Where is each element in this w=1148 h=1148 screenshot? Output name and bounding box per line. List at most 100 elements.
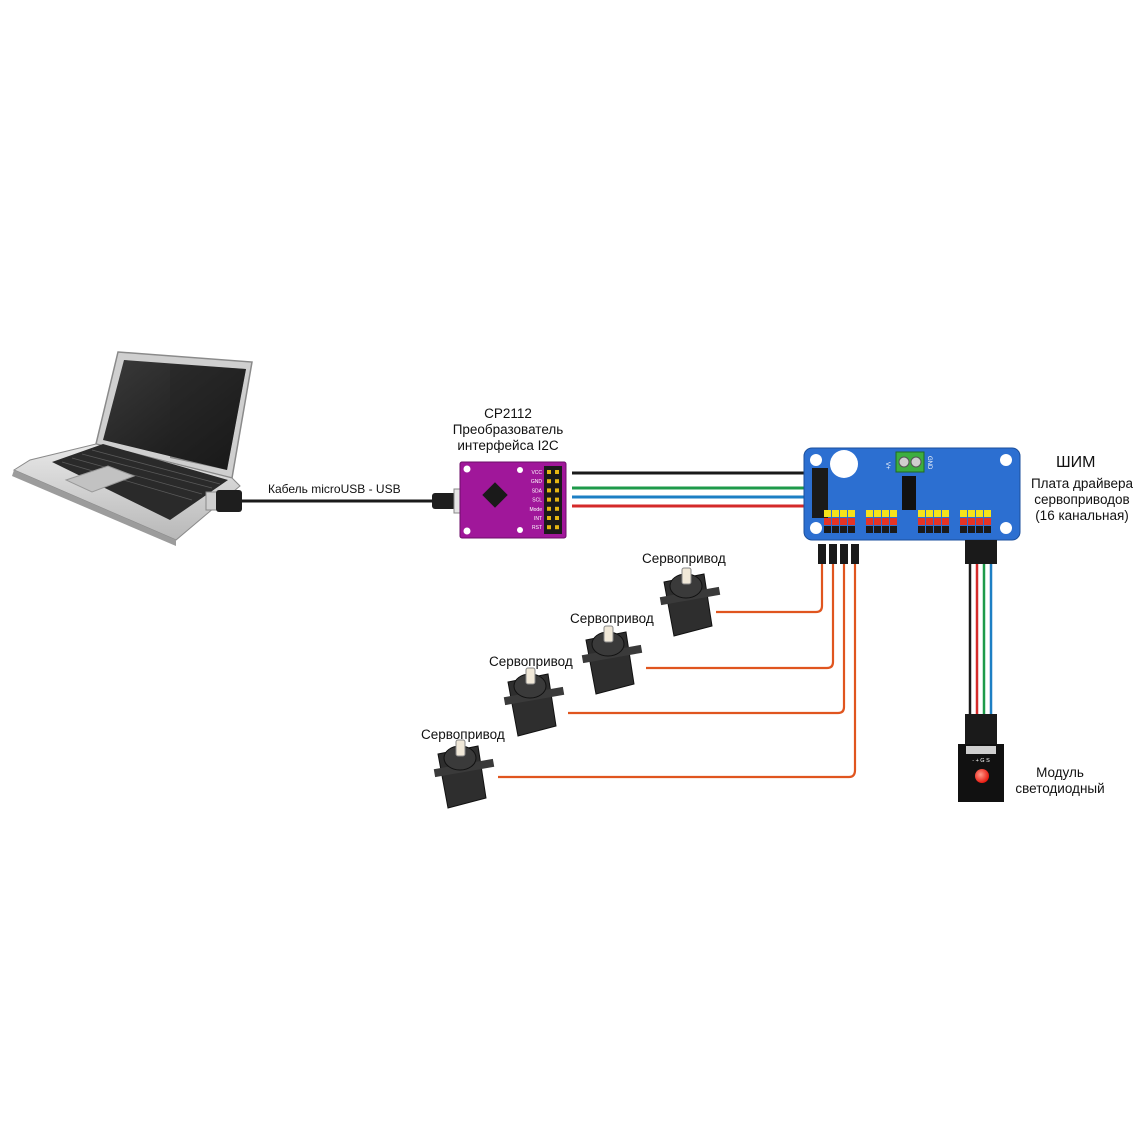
header-pin xyxy=(918,518,925,525)
header-pin xyxy=(824,526,831,533)
header-pin xyxy=(890,526,897,533)
led-wires xyxy=(965,540,997,744)
pin xyxy=(555,525,559,530)
header-pin xyxy=(976,510,983,517)
header-pin xyxy=(942,510,949,517)
header-pin xyxy=(874,510,881,517)
header-pin xyxy=(960,510,967,517)
pwm-title: ШИМ xyxy=(1056,454,1096,471)
converter-model: CP2112 xyxy=(484,406,532,421)
header-pin xyxy=(934,526,941,533)
servo xyxy=(659,567,721,637)
servo xyxy=(503,667,565,737)
servos xyxy=(433,567,721,809)
header-pin xyxy=(890,510,897,517)
header-pin xyxy=(942,526,949,533)
header-pin xyxy=(984,526,991,533)
header-pin xyxy=(976,526,983,533)
header-pin xyxy=(926,510,933,517)
header-pin xyxy=(960,526,967,533)
header-pin xyxy=(968,526,975,533)
header-pin xyxy=(824,510,831,517)
pwm-desc-line-3: (16 канальная) xyxy=(1035,508,1129,523)
header-pin xyxy=(960,518,967,525)
pwm-board: V+ GND xyxy=(803,447,1021,541)
header-pin xyxy=(848,526,855,533)
header-pin xyxy=(934,518,941,525)
header-pin xyxy=(848,518,855,525)
led-label-line-2: светодиодный xyxy=(1015,781,1105,796)
converter-interface: интерфейса I2C xyxy=(457,438,559,453)
servo xyxy=(433,739,495,809)
pin xyxy=(555,506,559,511)
pin xyxy=(547,516,551,520)
pwm-desc-line-1: Плата драйвера xyxy=(1030,476,1134,491)
pin-label: SDA xyxy=(532,488,543,494)
header-pin xyxy=(882,518,889,525)
header-pin xyxy=(866,510,873,517)
header-pin xyxy=(866,518,873,525)
header-pin xyxy=(984,510,991,517)
servo-label-1: Сервопривод xyxy=(642,551,726,566)
header-pin xyxy=(934,510,941,517)
led-module: - + G S xyxy=(958,744,1004,802)
header-pin xyxy=(926,526,933,533)
header-pin xyxy=(874,526,881,533)
pin xyxy=(547,525,551,530)
converter-label: CP2112 Преобразователь интерфейса I2C xyxy=(446,406,570,454)
pwm-desc-line-2: сервоприводов xyxy=(1034,492,1130,507)
header-pin xyxy=(942,518,949,525)
pin xyxy=(547,479,551,484)
header-pin xyxy=(832,518,839,525)
cable-label: Кабель microUSB - USB xyxy=(268,482,401,496)
i2c-wires xyxy=(572,471,806,508)
header-pin xyxy=(984,518,991,525)
pin-label: GND xyxy=(531,479,543,485)
pin-label: Mode xyxy=(529,507,542,513)
header-pin xyxy=(866,526,873,533)
header-pin xyxy=(918,526,925,533)
header-pin xyxy=(882,526,889,533)
header-pin xyxy=(918,510,925,517)
pin xyxy=(555,497,559,502)
header-pin xyxy=(824,518,831,525)
header-pin xyxy=(840,510,847,517)
led-label-line-1: Модуль xyxy=(1036,765,1084,780)
svg-text:GND: GND xyxy=(926,456,932,470)
pin xyxy=(547,470,551,474)
pin xyxy=(555,516,559,520)
servo xyxy=(581,625,643,695)
pin xyxy=(547,488,551,493)
pin-label: INT xyxy=(534,516,542,522)
laptop xyxy=(12,351,253,546)
header-pin xyxy=(840,526,847,533)
svg-text:V+: V+ xyxy=(884,462,890,470)
header-pin xyxy=(890,518,897,525)
servo-connectors xyxy=(818,544,859,564)
pwm-description: Плата драйвера сервоприводов (16 канальн… xyxy=(1024,476,1140,524)
pin xyxy=(555,488,559,493)
header-pin xyxy=(848,510,855,517)
led-module-label: Модуль светодиодный xyxy=(1008,765,1112,797)
header-pin xyxy=(968,510,975,517)
pin-label: VCC xyxy=(531,470,542,476)
header-pin xyxy=(882,510,889,517)
servo-wires xyxy=(498,564,857,779)
pin-label: RST xyxy=(532,525,542,531)
header-pin xyxy=(832,510,839,517)
servo-label-4: Сервопривод xyxy=(421,727,505,742)
header-pin xyxy=(976,518,983,525)
header-pin xyxy=(926,518,933,525)
pin xyxy=(555,470,559,474)
header-pin xyxy=(968,518,975,525)
pin xyxy=(547,506,551,511)
header-pin xyxy=(832,526,839,533)
header-pin xyxy=(874,518,881,525)
pin xyxy=(547,497,551,502)
pin xyxy=(555,479,559,484)
header-pin xyxy=(840,518,847,525)
servo-label-2: Сервопривод xyxy=(570,611,654,626)
servo-label-3: Сервопривод xyxy=(489,654,573,669)
